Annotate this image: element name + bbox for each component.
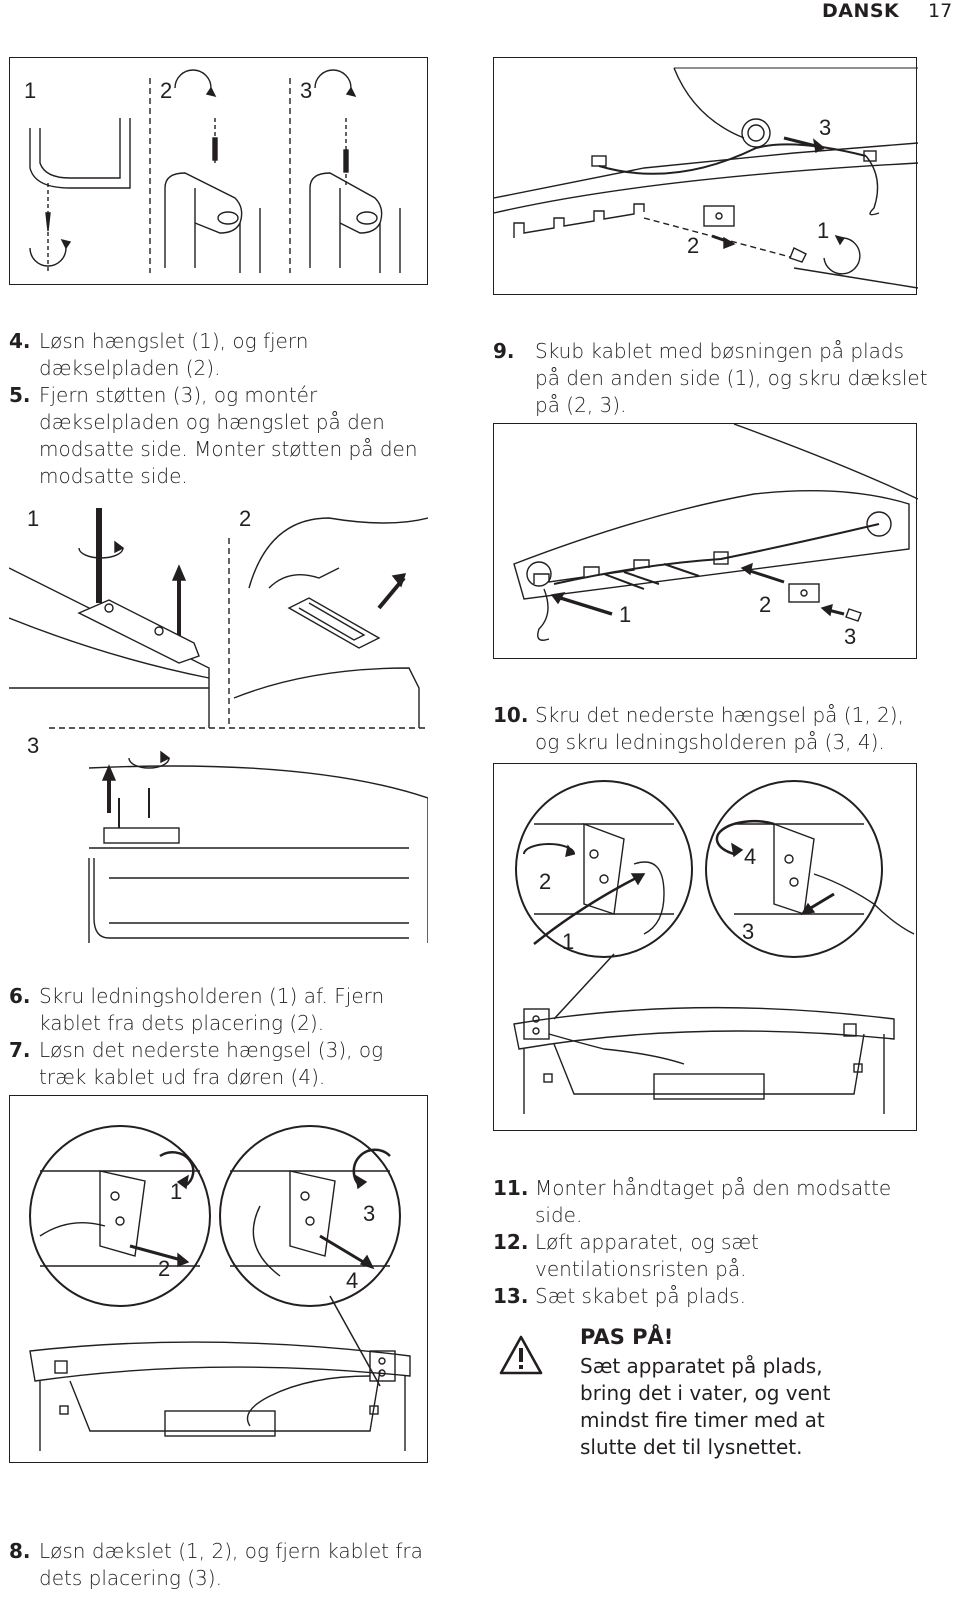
step-text: Fjern støtten (3), og montér dækselplade… [39, 383, 418, 488]
hinge-cover-illustration: 1 2 3 [8, 506, 429, 943]
fig-a-label-3: 3 [300, 78, 312, 103]
header-language: DANSK [822, 0, 900, 22]
step-number: 7. [9, 1038, 31, 1062]
fig-e-label-1: 1 [562, 929, 574, 954]
figure-hinge-cover: 1 2 3 [8, 498, 429, 943]
figure-cable-push: 1 2 3 [493, 423, 918, 659]
step-text: Løsn dækslet (1, 2), og fjern kablet fra… [39, 1539, 423, 1590]
page-number: 17 [928, 0, 953, 22]
fig-b-label-3: 3 [819, 115, 831, 140]
step-number: 6. [9, 984, 31, 1008]
step-11: 11. Monter håndtaget på den modsatte sid… [493, 1175, 933, 1229]
fig-c-label-2: 2 [239, 506, 251, 531]
fig-f-label-4: 4 [346, 1268, 358, 1293]
fig-b-label-1: 1 [817, 218, 829, 243]
fig-d-label-1: 1 [619, 602, 631, 627]
step-number: 8. [9, 1539, 31, 1563]
step-number: 12. [493, 1230, 529, 1254]
step-text: Skru ledningsholderen (1) af. Fjern kabl… [39, 984, 385, 1035]
step-number: 10. [493, 703, 529, 727]
hinge-removal-illustration: 1 2 3 [24, 69, 401, 273]
step-8: 8. Løsn dækslet (1, 2), og fjern kablet … [9, 1538, 469, 1592]
step-number: 13. [493, 1284, 529, 1308]
warning-box: PAS PÅ! Sæt apparatet på plads, bring de… [493, 1323, 933, 1483]
cable-holder-removal-illustration: 1 2 3 4 [29, 1125, 411, 1451]
step-9-block: 9. Skub kablet med bøsningen på plads på… [493, 338, 933, 419]
fig-d-label-2: 2 [759, 592, 771, 617]
fig-d-label-3: 3 [844, 624, 856, 649]
steps-11-13: 11. Monter håndtaget på den modsatte sid… [493, 1175, 933, 1310]
step-number: 5. [9, 383, 31, 407]
fig-c-label-1: 1 [27, 506, 39, 531]
steps-4-5: 4. Løsn hængslet (1), og fjern dækselpla… [9, 328, 429, 490]
step-number: 9. [493, 339, 515, 363]
step-text: Sæt skabet på plads. [535, 1284, 746, 1308]
fig-f-label-3: 3 [363, 1201, 375, 1226]
step-text: Løft apparatet, og sæt ventilationsriste… [535, 1230, 759, 1281]
warning-triangle-icon [499, 1335, 543, 1375]
step-13: 13. Sæt skabet på plads. [493, 1283, 933, 1310]
figure-lower-hinge-mount: 2 4 1 3 [493, 763, 917, 1131]
warning-text: Sæt apparatet på plads, bring det i vate… [580, 1354, 831, 1459]
step-9: 9. Skub kablet med bøsningen på plads på… [493, 338, 933, 419]
step-number: 4. [9, 329, 31, 353]
fig-c-label-3: 3 [27, 733, 39, 758]
step-6: 6. Skru ledningsholderen (1) af. Fjern k… [9, 983, 429, 1037]
step-10-block: 10. Skru det nederste hængsel på (1, 2),… [493, 702, 933, 756]
fig-b-label-2: 2 [687, 233, 699, 258]
step-text: Løsn det nederste hængsel (3), og træk k… [39, 1038, 384, 1089]
fig-f-label-1: 1 [170, 1179, 182, 1204]
step-text: Skru det nederste hængsel på (1, 2), og … [535, 703, 904, 754]
step-text: Monter håndtaget på den modsatte side. [535, 1176, 892, 1227]
figure-hinge-removal: 1 2 3 [9, 57, 428, 285]
fig-e-label-2: 2 [539, 869, 551, 894]
step-text: Løsn hængslet (1), og fjern dækselpladen… [39, 329, 309, 380]
fig-a-label-2: 2 [160, 78, 172, 103]
steps-6-7: 6. Skru ledningsholderen (1) af. Fjern k… [9, 983, 429, 1091]
step-10: 10. Skru det nederste hængsel på (1, 2),… [493, 702, 933, 756]
cable-push-illustration: 1 2 3 [513, 424, 918, 649]
step-5: 5. Fjern støtten (3), og montér dækselpl… [9, 382, 429, 490]
fig-a-label-1: 1 [24, 78, 36, 103]
step-12: 12. Løft apparatet, og sæt ventilationsr… [493, 1229, 933, 1283]
step-4: 4. Løsn hængslet (1), og fjern dækselpla… [9, 328, 429, 382]
cable-cover-illustration: 3 2 1 [494, 67, 918, 289]
figure-cable-holder-removal: 1 2 3 4 [9, 1095, 428, 1463]
figure-cable-cover: 3 2 1 [493, 57, 918, 295]
step-7: 7. Løsn det nederste hængsel (3), og træ… [9, 1037, 429, 1091]
fig-e-label-4: 4 [744, 844, 756, 869]
step-text: Skub kablet med bøsningen på plads på de… [535, 339, 928, 417]
fig-f-label-2: 2 [158, 1256, 170, 1281]
warning-title: PAS PÅ! [580, 1325, 674, 1349]
step-8-block: 8. Løsn dækslet (1, 2), og fjern kablet … [9, 1538, 469, 1592]
step-number: 11. [493, 1176, 529, 1200]
lower-hinge-mount-illustration: 2 4 1 3 [513, 780, 915, 1114]
fig-e-label-3: 3 [742, 919, 754, 944]
